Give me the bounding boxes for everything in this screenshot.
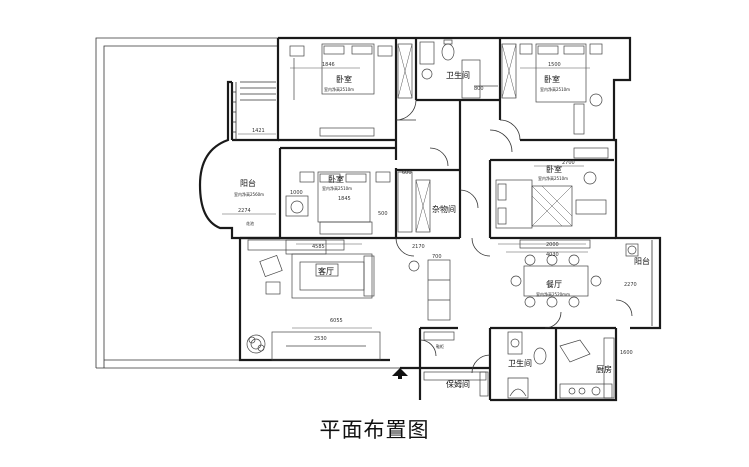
dim-700: 700 bbox=[432, 254, 442, 260]
dim-2530: 2530 bbox=[314, 336, 327, 342]
floor-plan: 卧室 室内净高2510m 卫生间 卧室 室内净高2510m 阳台 室内净高256… bbox=[95, 36, 662, 402]
dim-4585: 4585 bbox=[312, 244, 325, 250]
balcony-left-shape bbox=[198, 80, 280, 240]
room-label-storage: 杂物间 bbox=[432, 204, 456, 214]
room-area-bedroom-top-left: 室内净高2510m bbox=[324, 86, 354, 92]
room-area-bedroom-right: 室内净高2510m bbox=[538, 175, 568, 181]
dim-1421: 1421 bbox=[252, 128, 265, 134]
room-label-bedroom-top-right: 卧室 bbox=[544, 74, 560, 84]
terrace-outline bbox=[95, 37, 400, 369]
dimension-lines bbox=[222, 67, 590, 329]
dim-4030: 4030 bbox=[546, 252, 559, 258]
wardrobes bbox=[397, 43, 517, 233]
room-label-shoe-cabinet: 鞋柜 bbox=[436, 343, 444, 349]
room-label-dining: 餐厅 bbox=[546, 280, 562, 289]
bedroom-center-furniture bbox=[285, 171, 391, 235]
room-label-laundry: 保姆间 bbox=[446, 379, 470, 389]
room-area-dining: 室内净高2520mm bbox=[536, 291, 570, 297]
room-label-balcony-left: 阳台 bbox=[240, 178, 256, 188]
dim-2270: 2270 bbox=[624, 282, 637, 288]
room-label-living: 客厅 bbox=[318, 266, 334, 276]
laundry-fixtures bbox=[423, 331, 489, 397]
room-label-kitchen: 厨房 bbox=[596, 364, 612, 374]
interior-walls bbox=[240, 38, 616, 400]
bedroom-right-furniture bbox=[495, 147, 609, 229]
plant-icon bbox=[246, 334, 266, 354]
room-label-bedroom-center: 卧室 bbox=[328, 174, 344, 184]
bathroom-top-fixtures bbox=[414, 38, 498, 100]
bathroom-bottom-fixtures bbox=[507, 331, 547, 399]
living-room-furniture bbox=[247, 239, 451, 361]
dim-800: 800 bbox=[474, 86, 484, 92]
room-area-bedroom-center: 室内净高2510m bbox=[322, 185, 352, 191]
dim-1600: 1600 bbox=[620, 350, 633, 356]
room-area-balcony-left: 室内净高2560m bbox=[234, 191, 264, 197]
doors bbox=[395, 99, 633, 374]
dim-1845: 1845 bbox=[338, 196, 351, 202]
dim-600: 600 bbox=[402, 170, 412, 176]
dim-2700: 2700 bbox=[562, 160, 575, 166]
dining-furniture bbox=[510, 239, 602, 308]
room-label-planter: 花池 bbox=[246, 220, 254, 226]
kitchen-fixtures bbox=[559, 337, 615, 399]
room-label-bathroom-top: 卫生间 bbox=[446, 70, 470, 80]
room-area-bedroom-top-right: 室内净高2510m bbox=[540, 86, 570, 92]
dim-1500: 1500 bbox=[548, 62, 561, 68]
dim-2274: 2274 bbox=[238, 208, 251, 214]
dim-6055: 6055 bbox=[330, 318, 343, 324]
room-label-bedroom-right: 卧室 bbox=[546, 164, 562, 174]
plan-caption: 平面布置图 bbox=[319, 418, 430, 442]
room-label-bedroom-top-left: 卧室 bbox=[336, 74, 352, 84]
bedroom-top-left-furniture bbox=[289, 43, 393, 137]
dim-2170: 2170 bbox=[412, 244, 425, 250]
balcony-right-fixtures bbox=[625, 240, 653, 326]
bedroom-top-right-furniture bbox=[519, 43, 603, 135]
dim-2000: 2000 bbox=[546, 242, 559, 248]
dim-500: 500 bbox=[378, 211, 388, 217]
dim-1000: 1000 bbox=[290, 190, 303, 196]
dim-1846: 1846 bbox=[322, 62, 335, 68]
room-label-balcony-right: 阳台 bbox=[634, 256, 650, 266]
room-label-bathroom-bottom: 卫生间 bbox=[508, 358, 532, 368]
entrance-arrow-icon bbox=[392, 368, 408, 379]
